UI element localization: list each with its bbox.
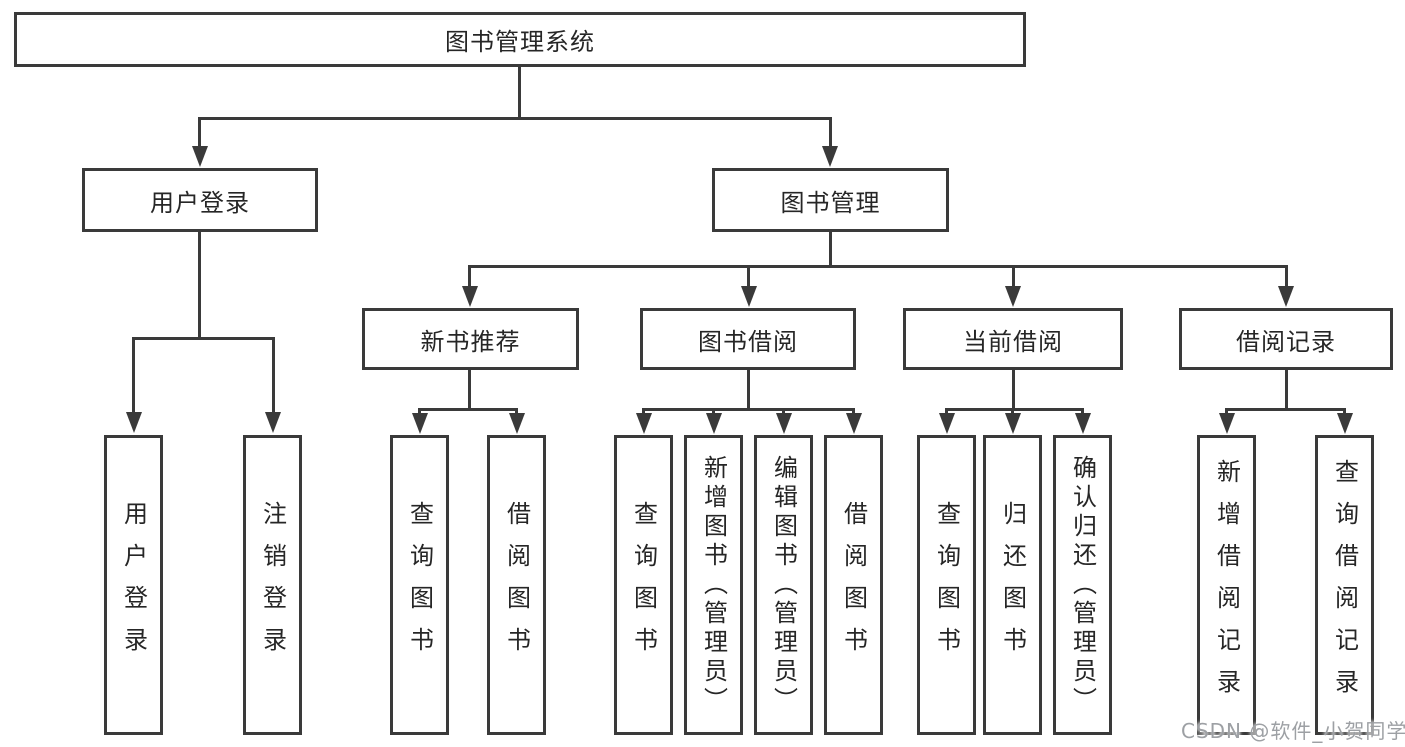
leaf-logout: 注销登录 [243,435,302,735]
connector-line [782,408,785,416]
connector-line [198,117,832,120]
connector-line [747,265,750,288]
node-book-management: 图书管理 [712,168,949,232]
leaf-query-books-recommend: 查询图书 [390,435,449,735]
arrow-down-icon [509,413,525,434]
arrow-down-icon [1337,413,1353,434]
connector-line [272,337,275,415]
arrow-down-icon [741,286,757,307]
connector-line [747,368,750,410]
arrow-down-icon [1219,413,1235,434]
csdn-watermark: CSDN @软件_小贺同学 [1181,719,1405,743]
arrow-down-icon [846,413,862,434]
arrow-down-icon [1075,413,1091,434]
arrow-down-icon [822,146,838,167]
arrow-down-icon [462,286,478,307]
connector-line [518,65,521,119]
connector-line [1343,408,1346,416]
connector-line [198,229,201,339]
arrow-down-icon [706,413,722,434]
arrow-down-icon [412,413,428,434]
arrow-down-icon [192,146,208,167]
node-book-management-system: 图书管理系统 [14,12,1026,67]
node-user-login: 用户登录 [82,168,318,232]
leaf-query-books-borrow: 查询图书 [614,435,673,735]
leaf-add-book-admin: 新增图书（管理员） [684,435,743,735]
connector-line [829,229,832,268]
node-current-borrowing: 当前借阅 [903,308,1123,370]
leaf-user-login: 用户登录 [104,435,163,735]
connector-line [852,408,855,416]
leaf-add-borrow-record: 新增借阅记录 [1197,435,1256,735]
connector-line [198,117,201,149]
leaf-borrow-books: 借阅图书 [824,435,883,735]
connector-line [515,408,518,416]
arrow-down-icon [1005,286,1021,307]
arrow-down-icon [1005,413,1021,434]
connector-line [1081,408,1084,416]
leaf-query-borrow-record: 查询借阅记录 [1315,435,1374,735]
leaf-edit-book-admin: 编辑图书（管理员） [754,435,813,735]
connector-line [468,265,471,288]
node-book-borrowing: 图书借阅 [640,308,856,370]
arrow-down-icon [1278,286,1294,307]
connector-line [642,408,855,411]
arrow-down-icon [636,413,652,434]
node-new-book-recommendation: 新书推荐 [362,308,579,370]
leaf-confirm-return-admin: 确认归还（管理员） [1053,435,1112,735]
connector-line [468,368,471,410]
connector-line [712,408,715,416]
connector-line [945,408,1084,411]
connector-line [945,408,948,416]
connector-line [1012,265,1015,288]
node-borrowing-records: 借阅记录 [1179,308,1393,370]
connector-line [1285,265,1288,288]
connector-line [132,337,275,340]
connector-line [418,408,421,416]
connector-line [418,408,518,411]
arrow-down-icon [126,412,142,433]
connector-line [829,117,832,149]
arrow-down-icon [776,413,792,434]
leaf-return-book: 归还图书 [983,435,1042,735]
arrow-down-icon [939,413,955,434]
arrow-down-icon [265,412,281,433]
connector-line [1011,408,1014,416]
connector-line [1225,408,1346,411]
leaf-borrow-books-recommend: 借阅图书 [487,435,546,735]
connector-line [642,408,645,416]
leaf-query-books-current: 查询图书 [917,435,976,735]
connector-line [1225,408,1228,416]
connector-line [468,265,1288,268]
connector-line [1012,368,1015,410]
connector-line [1285,368,1288,410]
connector-line [132,337,135,415]
